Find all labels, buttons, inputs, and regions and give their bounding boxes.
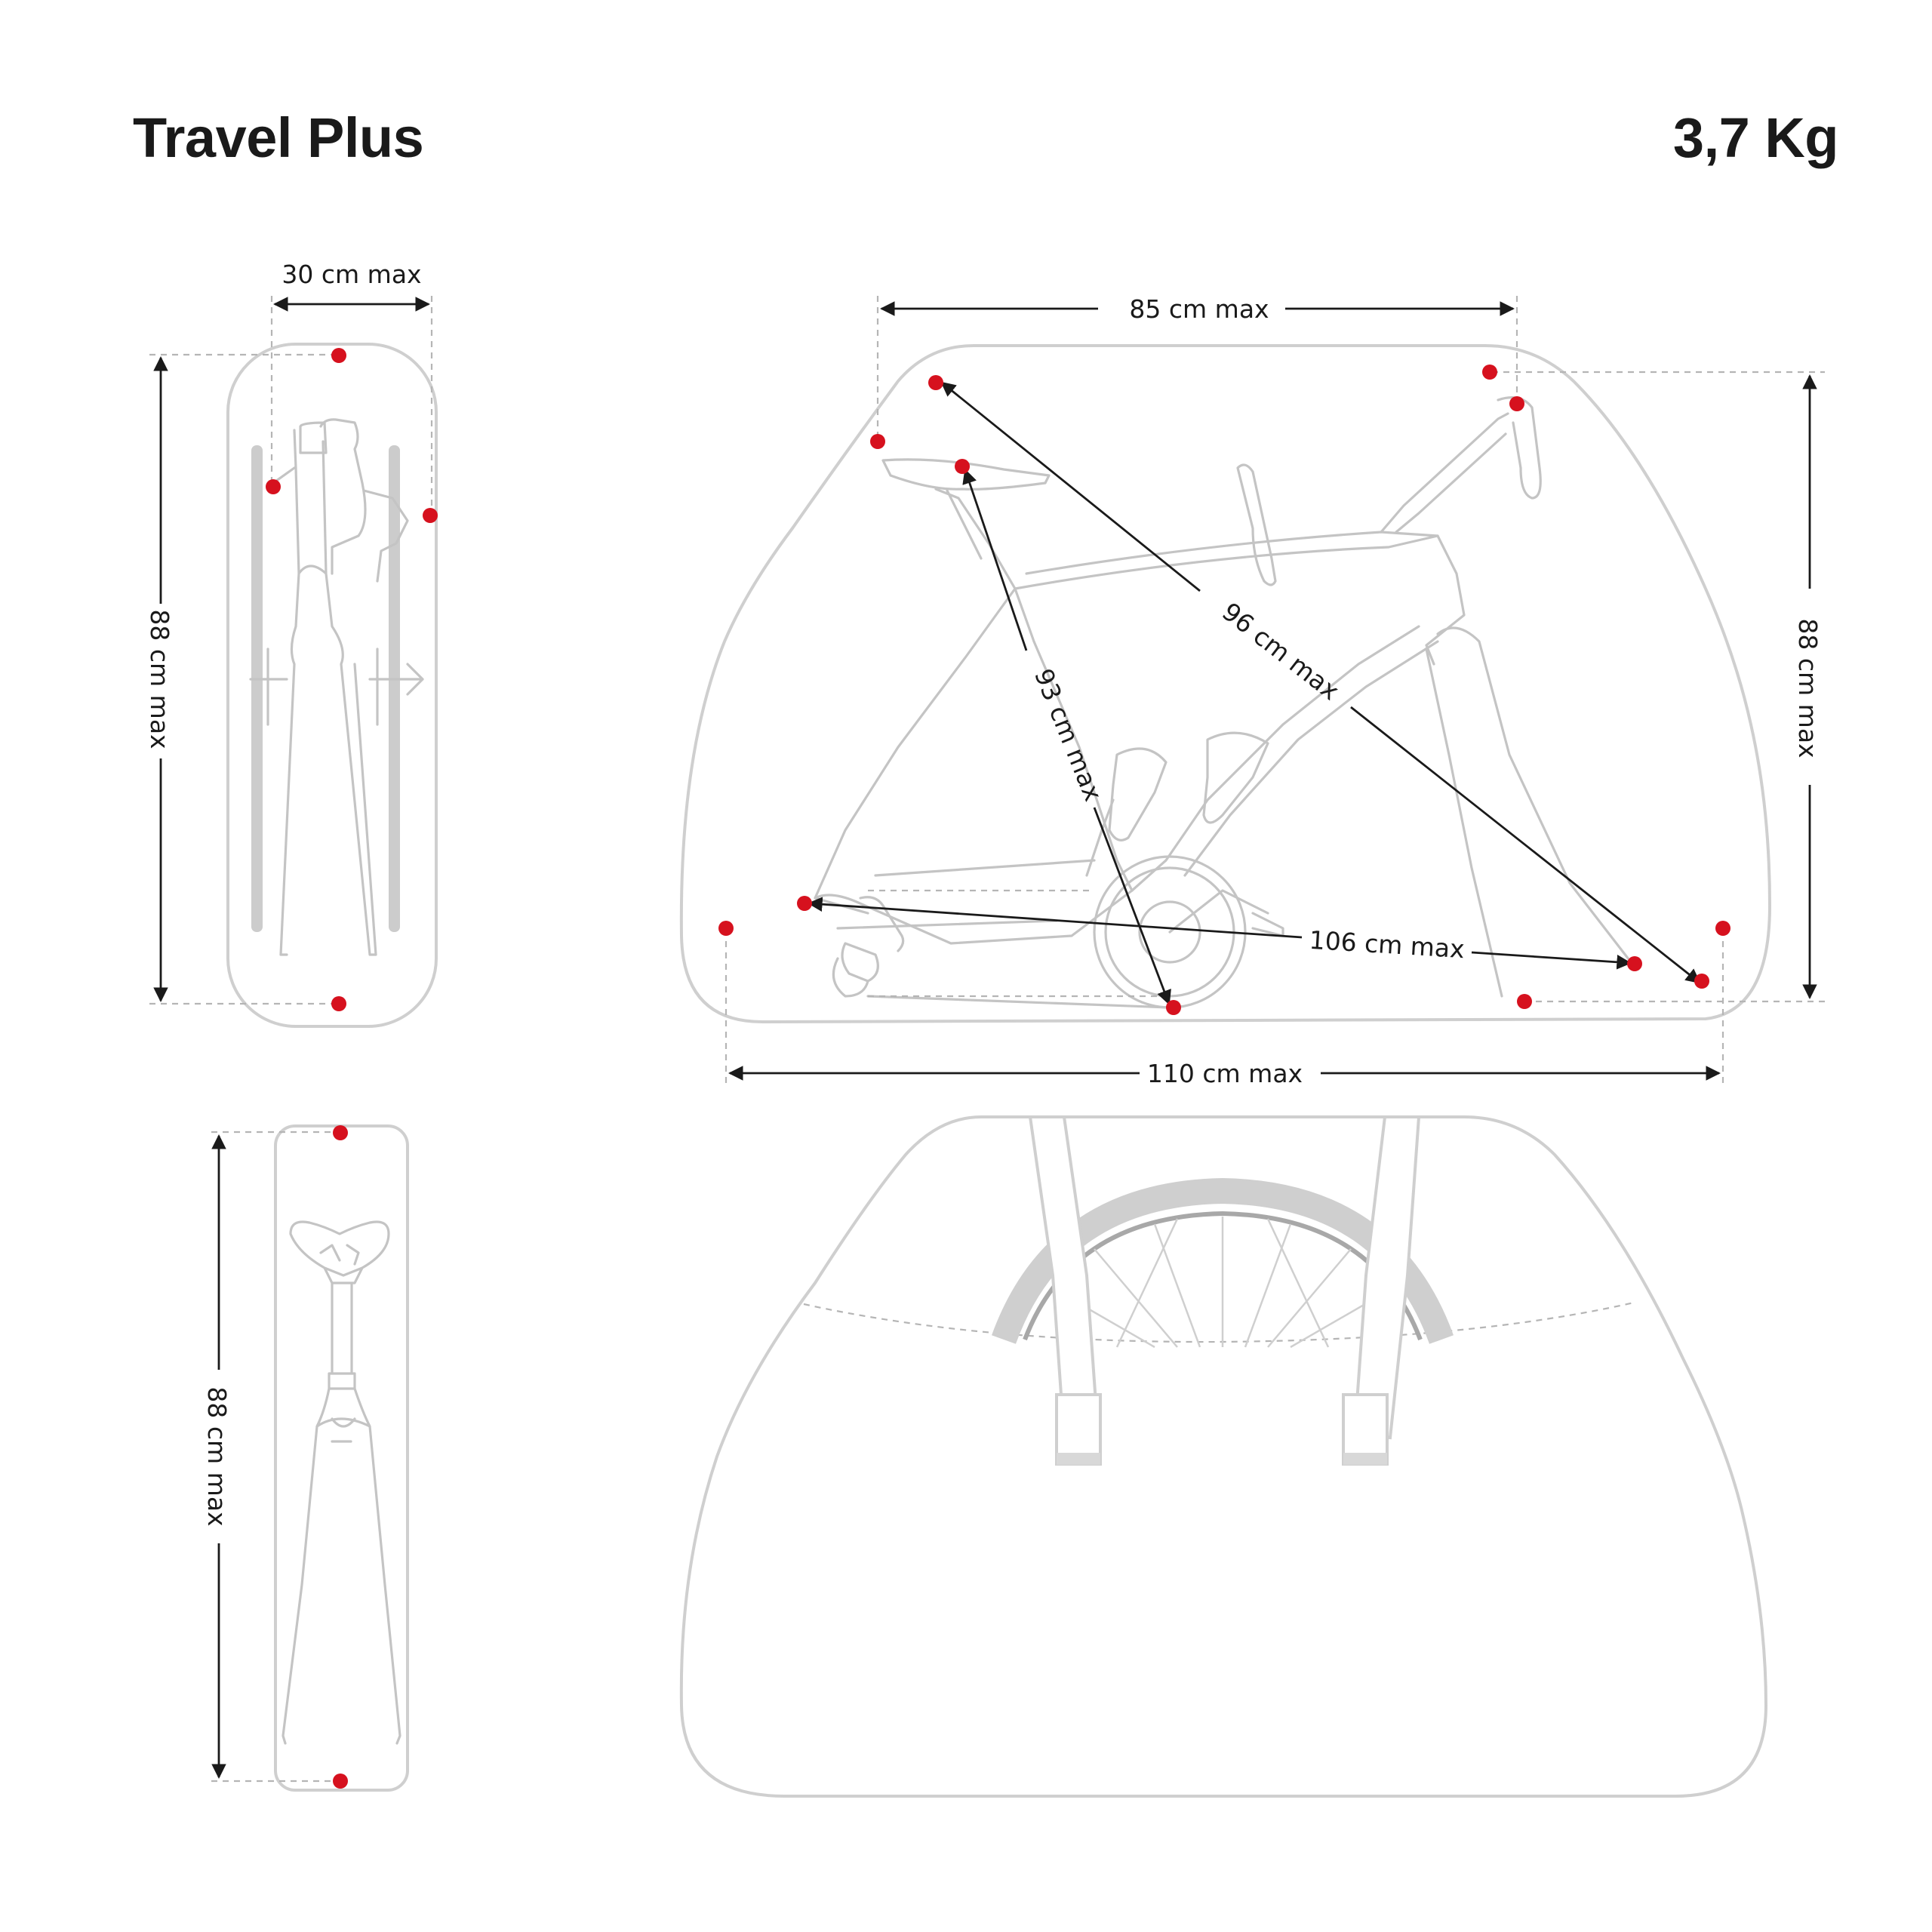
front-fork [272, 418, 409, 956]
marker-dot [331, 996, 346, 1011]
front-height-label: 88 cm max [145, 609, 174, 749]
bag-zip-line [803, 1301, 1635, 1343]
side-bottom-width-dimension: 110 cm max [724, 930, 1724, 1088]
marker-dot [1166, 1000, 1181, 1015]
marker-dot [870, 434, 885, 449]
marker-dot [1509, 396, 1524, 411]
product-weight: 3,7 Kg [1672, 106, 1839, 169]
rear-view [274, 1124, 409, 1792]
product-title: Travel Plus [133, 106, 424, 169]
front-bag-outline [226, 343, 438, 1028]
rear-height-dimension: 88 cm max [202, 1131, 340, 1783]
side-top-width-dimension: 85 cm max [876, 294, 1518, 438]
side-diag-long-label: 96 cm max [1217, 597, 1345, 706]
marker-dot [1694, 974, 1709, 989]
marker-dot [266, 479, 281, 494]
marker-dot [1482, 365, 1497, 380]
front-height-dimension: 88 cm max [145, 353, 338, 1005]
marker-dot [1715, 921, 1730, 936]
marker-dot [928, 375, 943, 390]
marker-dot [797, 896, 812, 911]
side-bag-outline [679, 344, 1772, 1024]
front-wheel-left [251, 445, 263, 932]
bag-strap-loop-left [1055, 1393, 1102, 1466]
bag-handle-right [1352, 1115, 1421, 1440]
marker-dot [331, 348, 346, 363]
side-height-label: 88 cm max [1793, 618, 1823, 758]
front-width-label: 30 cm max [281, 260, 421, 289]
marker-dot [333, 1774, 348, 1789]
side-wheelbase-label: 106 cm max [1309, 925, 1466, 964]
marker-dot [423, 508, 438, 523]
front-width-dimension: 30 cm max [270, 260, 433, 521]
rear-height-label: 88 cm max [202, 1386, 232, 1526]
side-diag-short-label: 93 cm max [1029, 665, 1109, 805]
rear-frame [281, 1220, 401, 1745]
side-bottom-width-label: 110 cm max [1147, 1059, 1303, 1088]
front-view [226, 343, 438, 1028]
marker-dot [333, 1125, 348, 1140]
side-wheelbase-dimension: 106 cm max [808, 897, 1632, 970]
front-wheel-right [389, 445, 400, 932]
marker-dot [955, 459, 970, 474]
bag-wheel-spokes [1056, 1217, 1389, 1349]
side-view [679, 344, 1772, 1024]
bag-body-outline [679, 1115, 1768, 1798]
side-top-width-label: 85 cm max [1129, 294, 1269, 324]
marker-dot [718, 921, 734, 936]
side-height-dimension: 88 cm max [1492, 371, 1825, 1003]
marker-dot [1627, 956, 1642, 971]
bag-view [679, 1115, 1768, 1798]
marker-dot [1517, 994, 1532, 1009]
side-bike-drawing [814, 396, 1635, 1009]
